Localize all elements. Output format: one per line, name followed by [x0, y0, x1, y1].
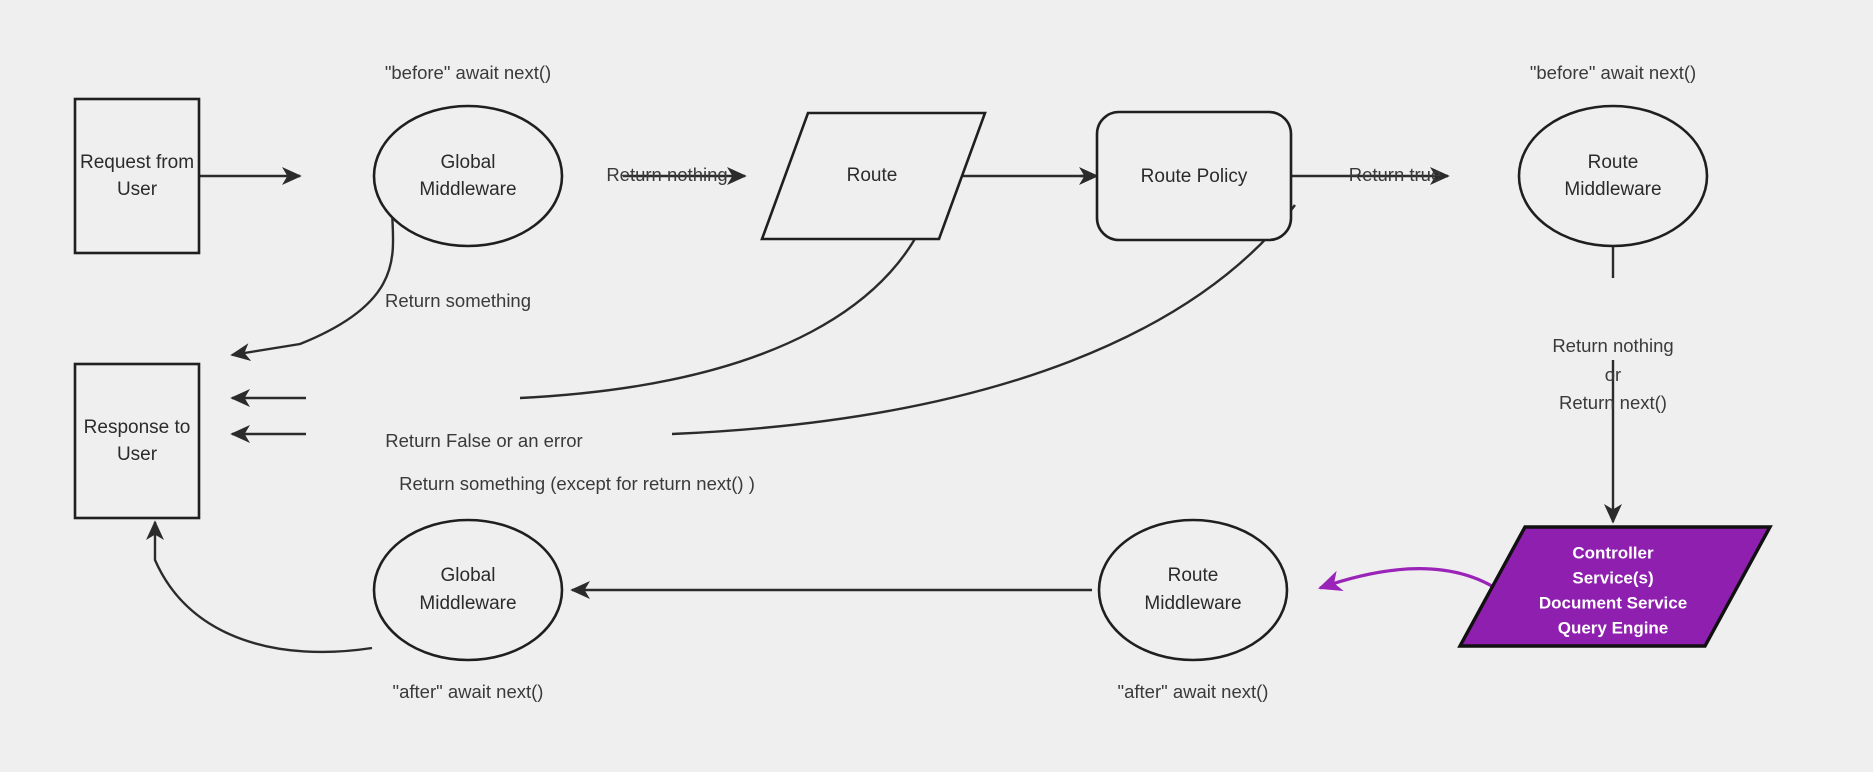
route-middleware-before-label-line1: Route — [1588, 152, 1639, 173]
edge-label-return-nothing: Return nothing — [606, 164, 727, 185]
controller-label-line3: Document Service — [1539, 593, 1687, 612]
node-global-middleware-before[interactable]: Global Middleware — [372, 104, 564, 248]
request-from-user-label-line2: User — [117, 179, 158, 200]
global-middleware-after-label-line2: Middleware — [419, 593, 516, 614]
node-route-middleware-before[interactable]: Route Middleware — [1517, 104, 1709, 248]
node-response-to-user[interactable]: Response to User — [73, 362, 201, 520]
edge-label-return-something-except: Return something (except for return next… — [399, 473, 755, 494]
edge-global-middleware-to-response-curve — [230, 205, 395, 362]
annotation-after-route-middleware: "after" await next() — [1118, 681, 1269, 702]
edge-route-policy-to-response-curve — [519, 200, 934, 400]
route-middleware-before-label-line2: Middleware — [1564, 179, 1661, 200]
node-route-policy[interactable]: Route Policy — [1095, 110, 1293, 242]
edge-label-return-true: Return true — [1349, 164, 1442, 185]
annotation-after-global-middleware: "after" await next() — [393, 681, 544, 702]
edge-label-return-nothing-or-next-line1: Return nothing — [1552, 335, 1673, 356]
node-route-middleware-after[interactable]: Route Middleware — [1097, 518, 1289, 662]
node-controller-services[interactable]: Controller Service(s) Document Service Q… — [1457, 525, 1773, 648]
edge-global-middleware-after-to-response — [146, 520, 373, 654]
edge-label-return-false-or-error: Return False or an error — [385, 430, 582, 451]
response-to-user-label-line2: User — [117, 444, 158, 465]
global-middleware-after-label-line1: Global — [441, 565, 496, 586]
response-to-user-label-line1: Response to — [84, 417, 191, 438]
route-label: Route — [847, 165, 898, 186]
node-request-from-user[interactable]: Request from User — [73, 97, 201, 255]
controller-label-line1: Controller — [1572, 543, 1654, 562]
controller-label-line4: Query Engine — [1558, 618, 1669, 637]
annotation-before-global-middleware: "before" await next() — [385, 62, 551, 83]
edge-label-return-nothing-or-next-line3: Return next() — [1559, 392, 1667, 413]
route-middleware-after-label-line1: Route — [1168, 565, 1219, 586]
route-policy-label: Route Policy — [1141, 166, 1248, 187]
global-middleware-before-label-line1: Global — [441, 152, 496, 173]
node-route[interactable]: Route — [760, 111, 987, 241]
annotation-before-route-middleware: "before" await next() — [1530, 62, 1696, 83]
edge-route-middleware-to-response-curve — [671, 204, 1296, 436]
node-global-middleware-after[interactable]: Global Middleware — [372, 518, 564, 662]
edge-label-return-nothing-or-next-line2: or — [1605, 364, 1621, 385]
route-middleware-after-label-line2: Middleware — [1144, 593, 1241, 614]
edge-label-return-something-global: Return something — [385, 290, 531, 311]
global-middleware-before-label-line2: Middleware — [419, 179, 516, 200]
request-from-user-label-line1: Request from — [80, 152, 194, 173]
controller-label-line2: Service(s) — [1572, 568, 1653, 587]
